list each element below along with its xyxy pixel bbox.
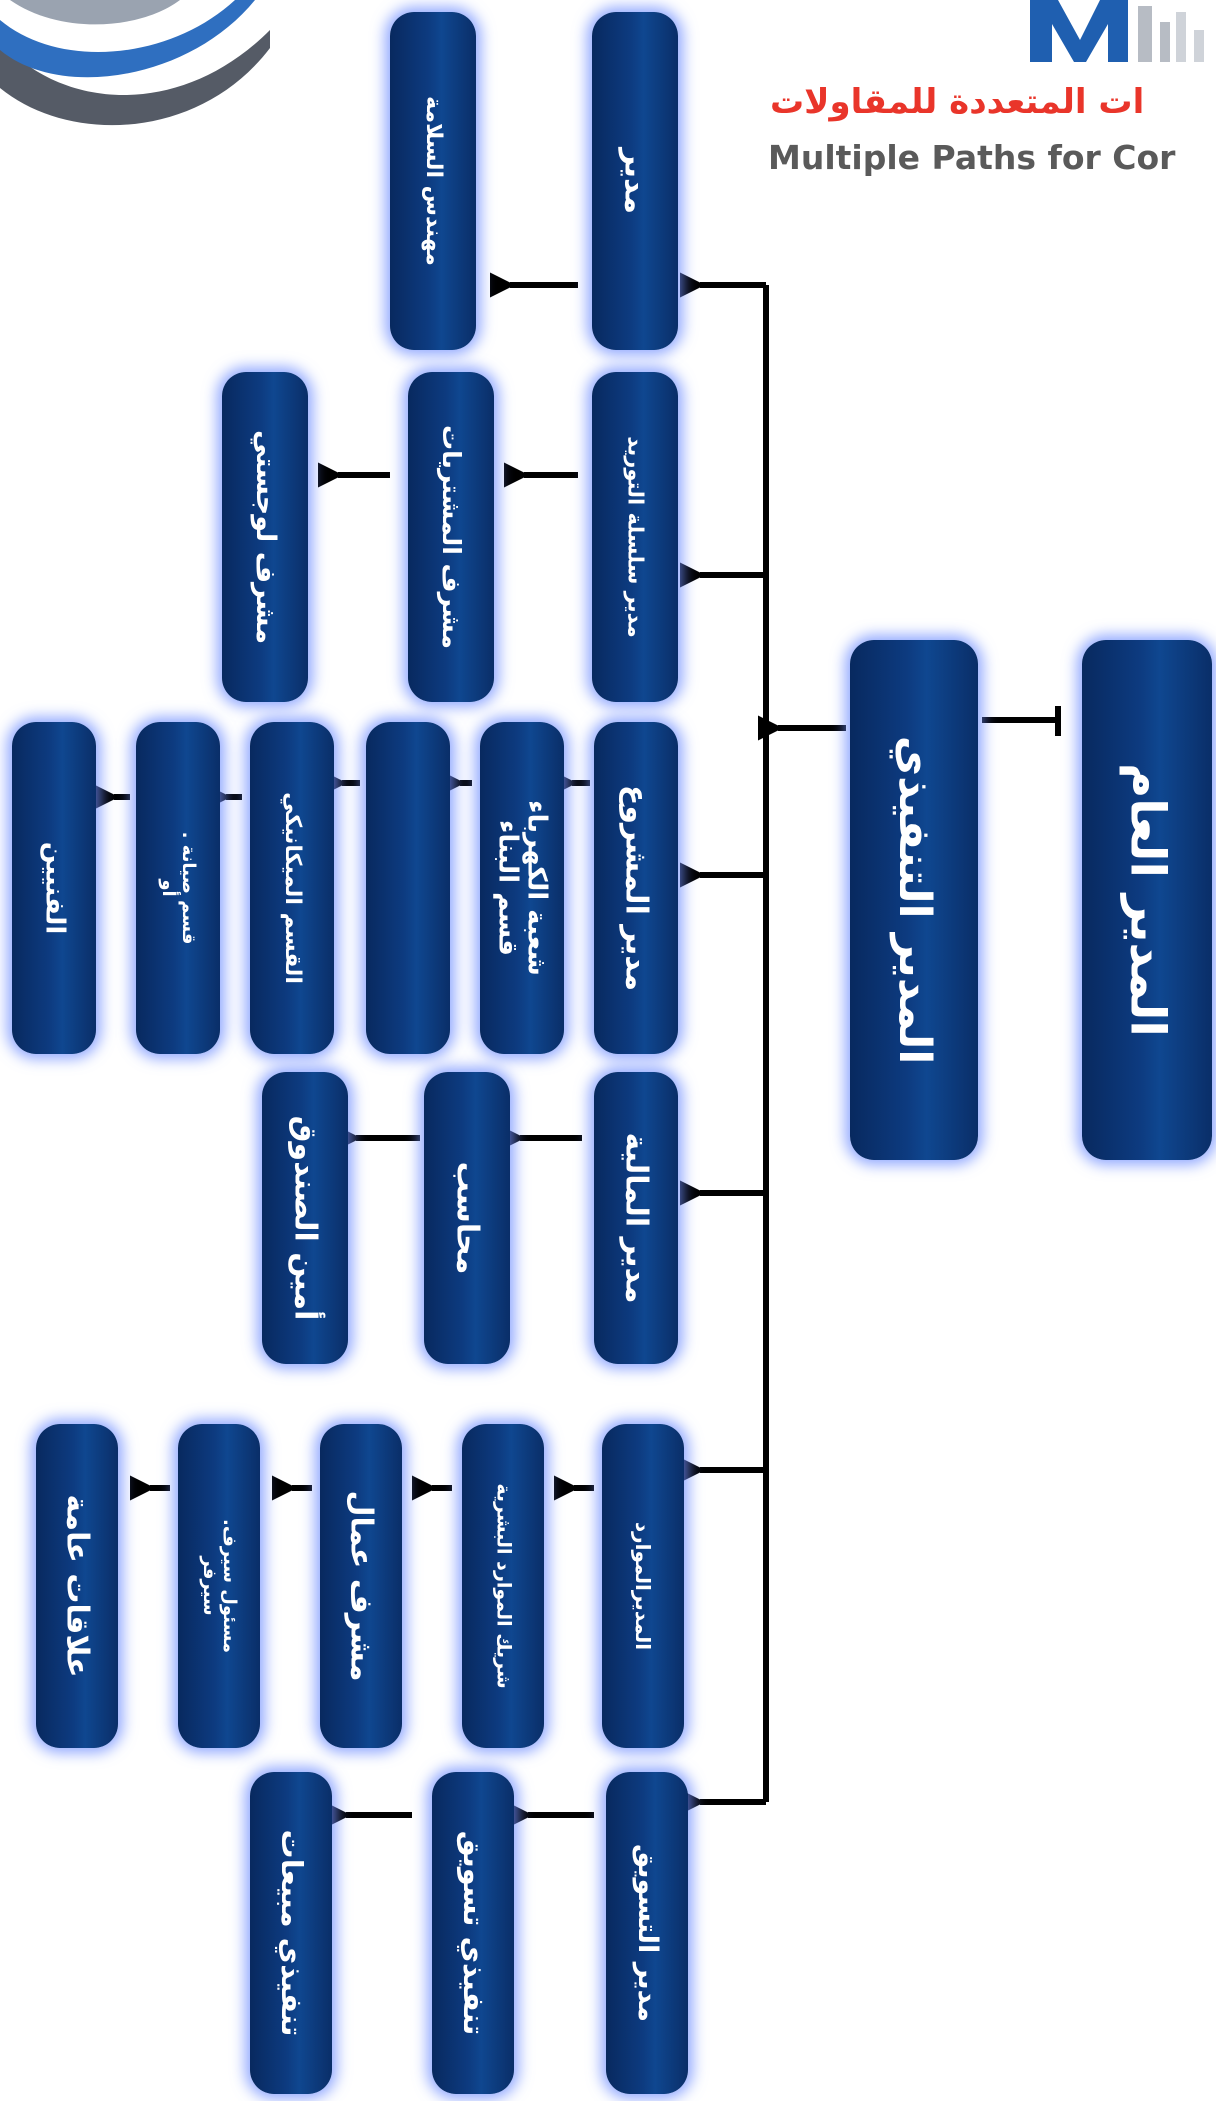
box-procurement-supervisor: مشرف المشتريات (408, 372, 494, 702)
finance-manager-label: مدير المالية (618, 1132, 654, 1304)
safety-engineer-label: مهندس السلامة (421, 96, 447, 266)
box-technicians: الفنيين (12, 722, 96, 1054)
logo-building-bar-4 (1194, 30, 1204, 62)
box-server-officer: مسئول سيرف. سيرفر (178, 1424, 260, 1748)
sales-executive-label: تنفيذي مبيعات (274, 1829, 309, 2037)
workers-supervisor-label: مشرف عمال (343, 1490, 379, 1682)
hr-partner-label: شريك الموارد البشرية (492, 1483, 515, 1689)
maintenance-or-text: أو (158, 879, 179, 897)
logo-building-bar-1 (1138, 6, 1152, 62)
box-hr-partner: شريك الموارد البشرية (462, 1424, 544, 1748)
swoosh-gray-arc (10, 0, 180, 25)
server-text: سيرفر (199, 1556, 220, 1616)
general-manager-label: المدير العام (1119, 763, 1176, 1037)
maintenance-section-text: قسم صيانة . (177, 831, 199, 945)
box-finance-manager: مدير المالية (594, 1072, 678, 1364)
hr-manager-label: المديرالموارد (631, 1521, 655, 1651)
box-workers-supervisor: مشرف عمال (320, 1424, 402, 1748)
logistics-supervisor-label: مشرف لوجستي (249, 429, 281, 645)
company-name-english: Multiple Paths for Cor (768, 138, 1176, 177)
electrical-division-text: شعبة الكهرباء (521, 800, 552, 976)
box-mechanical-section: القسم الميكانيكي (250, 722, 334, 1054)
public-relations-label: علاقات عامة (59, 1494, 95, 1678)
supply-manager-label: مدير سلسلة التوريد (623, 436, 648, 638)
swoosh-blue-arc (0, 0, 255, 78)
box-sales-executive: تنفيذي مبيعات (250, 1772, 332, 2094)
swoosh-dark-arc (0, 30, 270, 126)
maintenance-section-label: قسم صيانة . أو (158, 831, 199, 945)
box-marketing-manager: مدير التسويق (606, 1772, 688, 2094)
company-name-arabic: ات المتعددة للمقاولات (770, 82, 1145, 122)
box-general-manager: المدير العام (1082, 640, 1212, 1160)
logo-m-shape (1030, 0, 1128, 62)
technicians-label: الفنيين (39, 841, 70, 935)
construction-section-text: قسم البناء (493, 820, 523, 956)
project-manager-label: مدير المشروع (618, 784, 654, 992)
box-executive-director: المدير التنفيذي (850, 640, 978, 1160)
procurement-supervisor-label: مشرف المشتريات (436, 424, 466, 650)
box-marketing-executive: تنفيذي تسويق (432, 1772, 514, 2094)
box-blank-unit (366, 722, 450, 1054)
electrical-construction-label: شعبة الكهرباء قسم البناء (493, 800, 552, 976)
box-electrical-construction: شعبة الكهرباء قسم البناء (480, 722, 564, 1054)
box-hr-manager: المديرالموارد (602, 1424, 684, 1748)
logo-building-bar-2 (1160, 22, 1170, 62)
server-officer-label: مسئول سيرف. سيرفر (199, 1519, 240, 1653)
box-maintenance-section: قسم صيانة . أو (136, 722, 220, 1054)
box-cashier: أمين الصندوق (262, 1072, 348, 1364)
box-public-relations: علاقات عامة (36, 1424, 118, 1748)
box-supply-manager: مدير سلسلة التوريد (592, 372, 678, 702)
marketing-manager-label: مدير التسويق (631, 1844, 663, 2022)
logo-building-bar-3 (1176, 12, 1186, 62)
server-officer-text: مسئول سيرف. (218, 1519, 240, 1653)
marketing-executive-label: تنفيذي تسويق (456, 1830, 491, 2036)
executive-director-label: المدير التنفيذي (889, 735, 941, 1065)
box-safety-manager: مدير (592, 12, 678, 350)
box-safety-engineer: مهندس السلامة (390, 12, 476, 350)
mechanical-section-label: القسم الميكانيكي (280, 792, 306, 984)
accountant-label: محاسب (449, 1161, 485, 1275)
cashier-label: أمين الصندوق (287, 1115, 323, 1321)
box-project-manager: مدير المشروع (594, 722, 678, 1054)
box-logistics-supervisor: مشرف لوجستي (222, 372, 308, 702)
box-accountant: محاسب (424, 1072, 510, 1364)
safety-manager-label: مدير (617, 148, 653, 214)
